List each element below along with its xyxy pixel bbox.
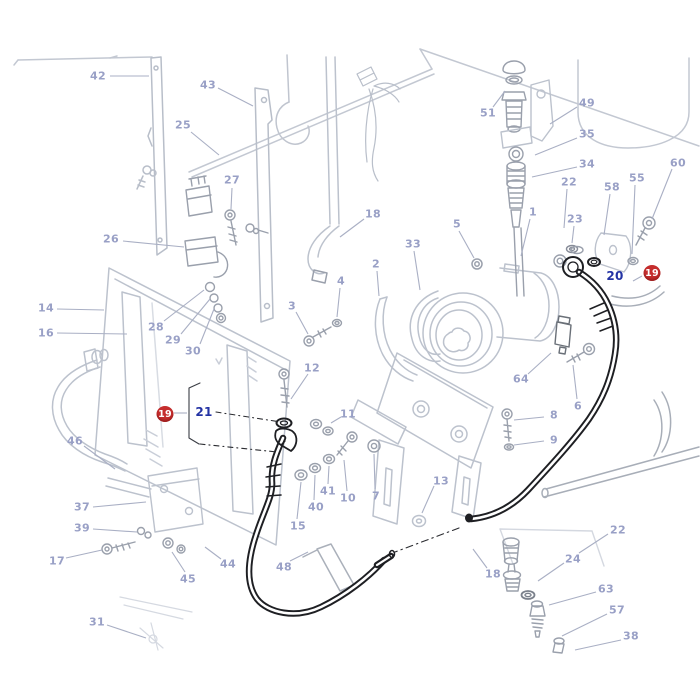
leader-line-30 (199, 308, 215, 345)
bolt-12 (278, 368, 290, 408)
clamp-hook (275, 54, 310, 145)
drier-fittings (499, 528, 605, 654)
grey-pipes (541, 285, 700, 499)
leader-line-55 (631, 184, 636, 255)
leader-line-5 (458, 230, 475, 259)
compressor (374, 258, 560, 382)
leader-line-25 (190, 131, 220, 156)
leader-line-31 (106, 624, 147, 639)
leader-line-4 (336, 287, 341, 318)
fitting-stack (500, 60, 554, 297)
leader-line-19 (632, 275, 643, 282)
leader-line-13 (421, 485, 435, 514)
frame-rails (13, 48, 700, 178)
hose-b (465, 245, 620, 523)
leader-line-12 (290, 373, 309, 400)
leader-line-18 (339, 218, 365, 238)
leader-line-15 (296, 481, 302, 520)
leader-line-18 (472, 548, 488, 569)
leader-line-10 (343, 459, 348, 492)
leader-line-60 (651, 168, 673, 220)
condenser (94, 267, 291, 546)
leader-line-27 (230, 187, 233, 210)
leader-line-3 (295, 311, 309, 335)
leader-line-9 (513, 440, 545, 446)
bracket-strip-42 (136, 56, 168, 256)
leader-line-64 (527, 352, 552, 375)
part-31 (119, 596, 193, 651)
leader-line-16 (56, 332, 128, 335)
tube-18 (307, 56, 340, 284)
connector-parts (184, 175, 269, 324)
leader-line-33 (413, 250, 421, 291)
leader-line-49 (549, 106, 578, 125)
leader-line-17 (65, 549, 103, 559)
leader-line-58 (603, 193, 611, 236)
leader-line-57 (561, 613, 608, 637)
leader-line-63 (548, 591, 597, 606)
leader-line-35 (534, 137, 578, 156)
leader-line-14 (56, 308, 105, 311)
bracket-strip-43 (254, 87, 274, 323)
leader-line-44 (204, 546, 222, 560)
leader-line-41 (327, 465, 330, 485)
assembly-lines (188, 382, 460, 553)
leader-line-40 (313, 474, 316, 501)
leader-line-2 (376, 270, 380, 297)
hose-a (245, 417, 396, 617)
leader-line-7 (373, 453, 376, 490)
hose-strap (302, 543, 355, 592)
leader-line-38 (574, 639, 622, 651)
leader-line-24 (537, 562, 565, 582)
leader-line-28 (163, 289, 205, 322)
leader-line-26 (122, 240, 185, 248)
leader-line-6 (572, 364, 578, 400)
leader-line-11 (330, 416, 342, 424)
leader-line-51 (492, 90, 506, 108)
leader-line-34 (531, 166, 578, 178)
leader-line-45 (171, 551, 186, 573)
hardware-cluster (294, 318, 515, 481)
bolt-6 (566, 342, 596, 363)
leader-line-29 (180, 298, 211, 335)
bracket-37 (101, 467, 204, 555)
mount-bracket (350, 352, 494, 528)
leader-lines (56, 75, 673, 651)
leader-line-8 (513, 416, 545, 421)
leader-line-46 (83, 445, 116, 470)
leader-line-22 (578, 533, 609, 554)
leader-line-39 (92, 528, 138, 533)
leader-line-1 (520, 218, 531, 257)
leader-line-48 (289, 551, 309, 562)
leader-line-37 (92, 501, 147, 508)
leader-line-43 (217, 87, 254, 107)
switch-64 (554, 315, 572, 355)
wire-harness (356, 66, 401, 182)
hose-46 (51, 348, 128, 472)
leader-line-22 (563, 188, 568, 229)
leader-line-23 (571, 225, 575, 244)
